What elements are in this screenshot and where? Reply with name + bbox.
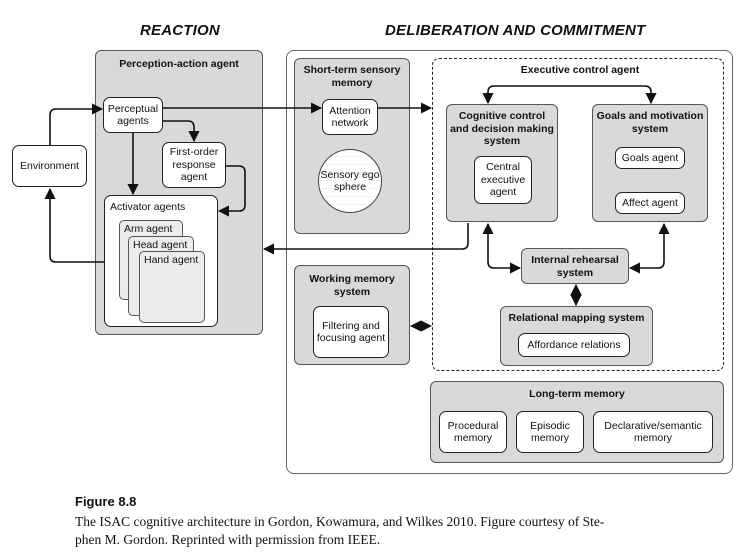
hand-agent-label: Hand agent bbox=[144, 254, 199, 266]
first-order-response-box: First-order response agent bbox=[162, 142, 226, 188]
executive-control-region bbox=[432, 58, 724, 371]
working-memory-title: Working memory system bbox=[309, 273, 395, 298]
activator-agents-title: Activator agents bbox=[110, 201, 186, 213]
head-agent-label: Head agent bbox=[133, 239, 188, 251]
environment-box: Environment bbox=[12, 145, 87, 187]
central-executive-box: Central executive agent bbox=[474, 156, 532, 204]
declarative-semantic-memory-box: Declarative/semantic memory bbox=[593, 411, 713, 453]
executive-control-title: Executive control agent bbox=[520, 64, 640, 76]
short-term-memory-title: Short-term sensory memory bbox=[303, 64, 401, 89]
episodic-memory-box: Episodic memory bbox=[516, 411, 584, 453]
reaction-heading: REACTION bbox=[140, 22, 220, 39]
figure-label: Figure 8.8 bbox=[75, 494, 137, 509]
goals-motivation-title: Goals and motivation system bbox=[596, 110, 704, 135]
internal-rehearsal-panel bbox=[521, 248, 629, 284]
arm-agent-label: Arm agent bbox=[124, 223, 173, 235]
cognitive-control-title: Cognitive control and decision making sy… bbox=[450, 110, 554, 147]
perception-action-title: Perception-action agent bbox=[119, 58, 239, 70]
long-term-memory-title: Long-term memory bbox=[529, 388, 625, 400]
goals-agent-box: Goals agent bbox=[615, 147, 685, 169]
procedural-memory-box: Procedural memory bbox=[439, 411, 507, 453]
affordance-relations-box: Affordance relations bbox=[518, 333, 630, 357]
affect-agent-box: Affect agent bbox=[615, 192, 685, 214]
relational-mapping-title: Relational mapping system bbox=[508, 312, 645, 324]
internal-rehearsal-title: Internal rehearsal system bbox=[531, 254, 619, 279]
sensory-ego-sphere: Sensory ego sphere bbox=[318, 149, 382, 213]
attention-network-box: Attention network bbox=[322, 99, 378, 135]
perceptual-agents-box: Perceptual agents bbox=[103, 97, 163, 133]
deliberation-heading: DELIBERATION AND COMMITMENT bbox=[385, 22, 646, 39]
hand-agent-card: Hand agent bbox=[139, 251, 205, 323]
caption-line-1: The ISAC cognitive architecture in Gordo… bbox=[75, 514, 605, 529]
caption-line-2: phen M. Gordon. Reprinted with permissio… bbox=[75, 532, 381, 547]
filtering-focusing-box: Filtering and focusing agent bbox=[313, 306, 389, 358]
